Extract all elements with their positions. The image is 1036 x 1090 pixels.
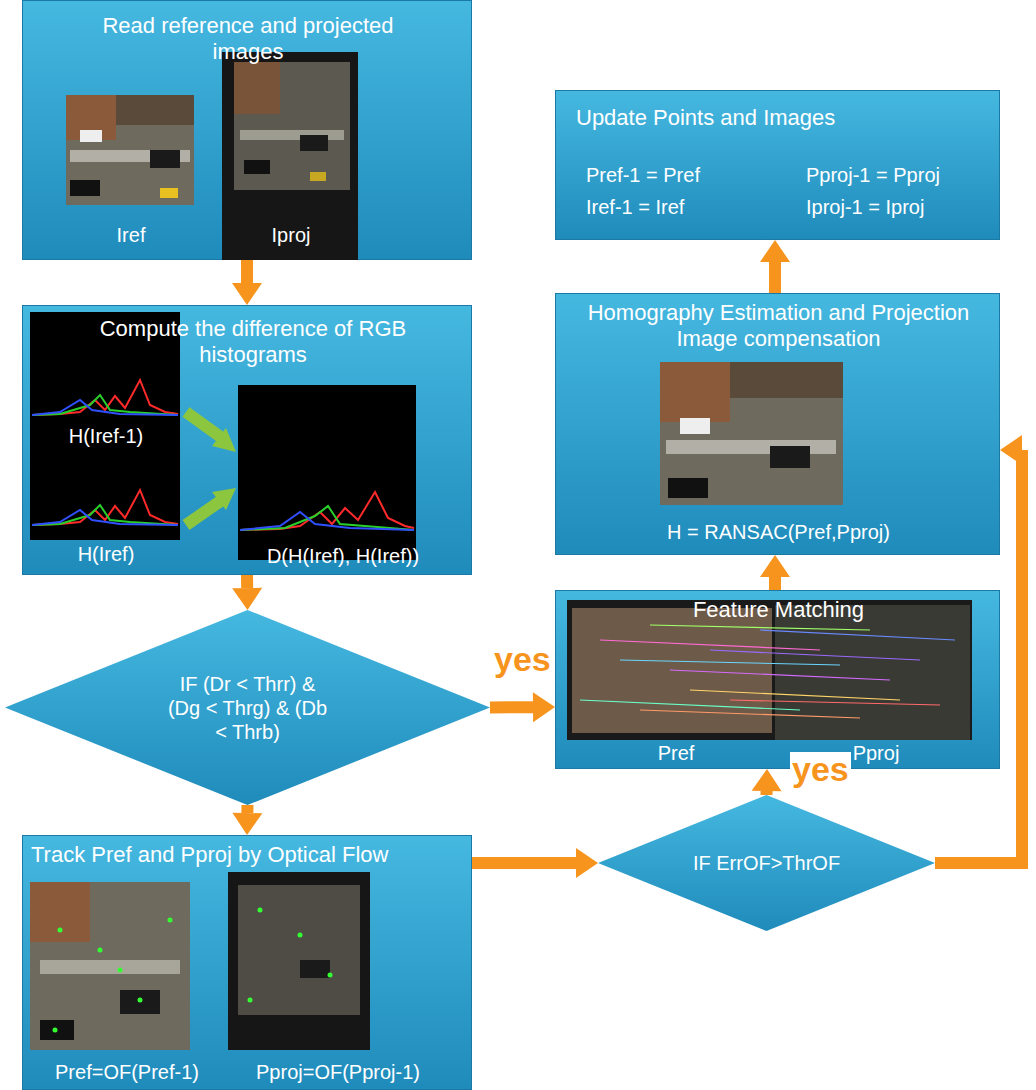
node-label: Iproj [223,223,359,247]
arrow-head [760,555,790,577]
arrow-shaft [472,857,576,869]
street-photo [66,95,194,205]
projected-photo [222,52,358,260]
flow-arrow [232,805,262,835]
flow-arrow [760,240,790,293]
node-label: H(Iref-1) [31,424,181,448]
tracking-photo [30,872,370,1050]
diamond-shape [598,795,935,931]
node-label: IF ErrOF>ThrOF [658,851,875,875]
edge-label: yes [492,642,553,676]
node-title: Compute the difference of RGB histograms [63,316,443,369]
arrow-shaft [241,805,253,813]
compensated-photo [660,362,843,505]
flow-arrow [752,769,782,795]
flow-arrow [232,260,262,305]
node-title: Track Pref and Pproj by Optical Flow [31,842,431,868]
node-title: Read reference and projected images [78,13,418,66]
node-title: Feature Matching [566,597,991,623]
output-box: Update Points and ImagesPref-1 = Pref Ppr… [555,90,1000,240]
node-title: Update Points and Images [576,105,981,131]
edge-label: yes [790,752,851,786]
arrow-shaft [241,260,253,283]
decision-diamond: IF ErrOF>ThrOF [598,795,935,931]
arrow-shaft [769,577,781,590]
process-box: Feature MatchingPrefPproj [555,590,1000,769]
node-label: H(Iref) [31,542,181,566]
arrow-head [232,813,262,835]
node-label: D(H(Iref), H(Iref)) [218,544,468,568]
node-title: Homography Estimation and Projection Ima… [566,300,991,353]
node-label: Iref [67,223,195,247]
flow-arrow [760,555,790,590]
input-box: Read reference and projected imagesIref I… [22,0,472,260]
decision-diamond: IF (Dr < Thrr) & (Dg < Thrg) & (Db < Thr… [5,610,490,805]
arrow-head [576,848,598,878]
feature-matching-image [567,600,972,740]
arrow-head [533,692,555,722]
flow-arrow [472,848,598,878]
process-box: Track Pref and Pproj by Optical FlowPref… [22,835,472,1090]
histogram-plot [30,312,416,560]
green-arrow [186,412,236,525]
node-label: Iref-1 = Iref [586,195,786,219]
process-box: Compute the difference of RGB histograms… [22,305,472,575]
arrow-head [752,769,782,791]
arrow-head [232,283,262,305]
flow-arrow [232,575,262,610]
arrow-shaft [769,262,781,293]
arrow-shaft [241,575,253,588]
node-label: Pref [596,741,756,765]
node-label: Pref-1 = Pref [586,163,786,187]
node-label: IF (Dr < Thrr) & (Dg < Thrg) & (Db < Thr… [165,672,330,744]
flow-arrow [490,692,555,722]
arrow-head [232,588,262,610]
arrow-head [760,240,790,262]
arrow-shaft [761,791,773,795]
arrow-head [1000,435,1022,465]
arrow-shaft [490,701,533,713]
node-label: Pproj=OF(Pproj-1) [228,1060,448,1084]
process-box: Homography Estimation and Projection Ima… [555,293,1000,555]
node-label: Pproj-1 = Pproj [806,163,986,187]
node-label: Pref=OF(Pref-1) [27,1060,227,1084]
node-label: Iproj-1 = Iproj [806,195,986,219]
diamond-shape [5,610,490,805]
node-label: H = RANSAC(Pref,Pproj) [566,520,991,544]
